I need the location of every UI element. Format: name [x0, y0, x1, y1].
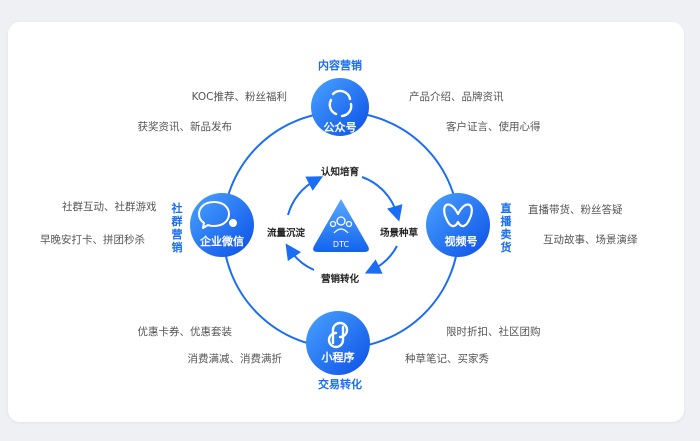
note-bottom-left-2: 消费满减、消费满折	[187, 353, 283, 365]
note-right-2: 互动故事、场景演绎	[543, 234, 638, 246]
center-label: DTC	[332, 240, 350, 249]
loop-logo-icon	[328, 89, 353, 118]
note-top-left-1: KOC推荐、粉丝福利	[191, 91, 287, 103]
note-left-2: 早晚安打卡、拼团秒杀	[40, 234, 145, 246]
inner-arrow-top-right	[361, 176, 403, 222]
inner-arrow-top-left	[287, 176, 324, 216]
category-top: 内容营销	[318, 59, 362, 72]
category-left: 社群营销	[171, 202, 183, 254]
wecom-chat-icon	[198, 201, 237, 229]
node-right-circle	[426, 193, 490, 257]
node-right-label: 视频号	[444, 235, 478, 248]
note-bottom-left-1: 优惠卡券、优惠套装	[137, 326, 233, 338]
inner-label-top: 认知培育	[321, 167, 360, 178]
note-top-left-2: 获奖资讯、新品发布	[137, 121, 233, 133]
inner-label-left: 流量沉淀	[267, 228, 306, 239]
inner-label-right: 场景种草	[380, 228, 419, 239]
node-left-label: 企业微信	[200, 235, 244, 248]
dtc-people-icon	[329, 216, 353, 234]
inner-arrow-bottom-right	[364, 245, 398, 274]
butterfly-icon	[443, 203, 473, 228]
category-right: 直播卖货	[500, 202, 512, 254]
note-bottom-right-2: 种草笔记、买家秀	[405, 353, 489, 365]
miniprogram-icon	[327, 321, 349, 349]
note-right-1: 直播带货、粉丝答疑	[528, 204, 623, 216]
note-bottom-right-1: 限时折扣、社区团购	[446, 326, 541, 338]
note-left-1: 社群互动、社群游戏	[62, 201, 157, 213]
note-top-right-1: 产品介绍、品牌资讯	[409, 91, 504, 103]
inner-label-bottom: 营销转化	[321, 274, 360, 285]
node-bottom-circle	[306, 311, 370, 375]
inner-arrow-bottom-left	[285, 243, 315, 271]
node-bottom-label: 小程序	[321, 351, 355, 364]
category-bottom: 交易转化	[318, 378, 362, 391]
node-top-circle	[311, 78, 369, 136]
node-top-label: 公众号	[323, 121, 357, 134]
note-top-right-2: 客户证言、使用心得	[446, 121, 541, 133]
